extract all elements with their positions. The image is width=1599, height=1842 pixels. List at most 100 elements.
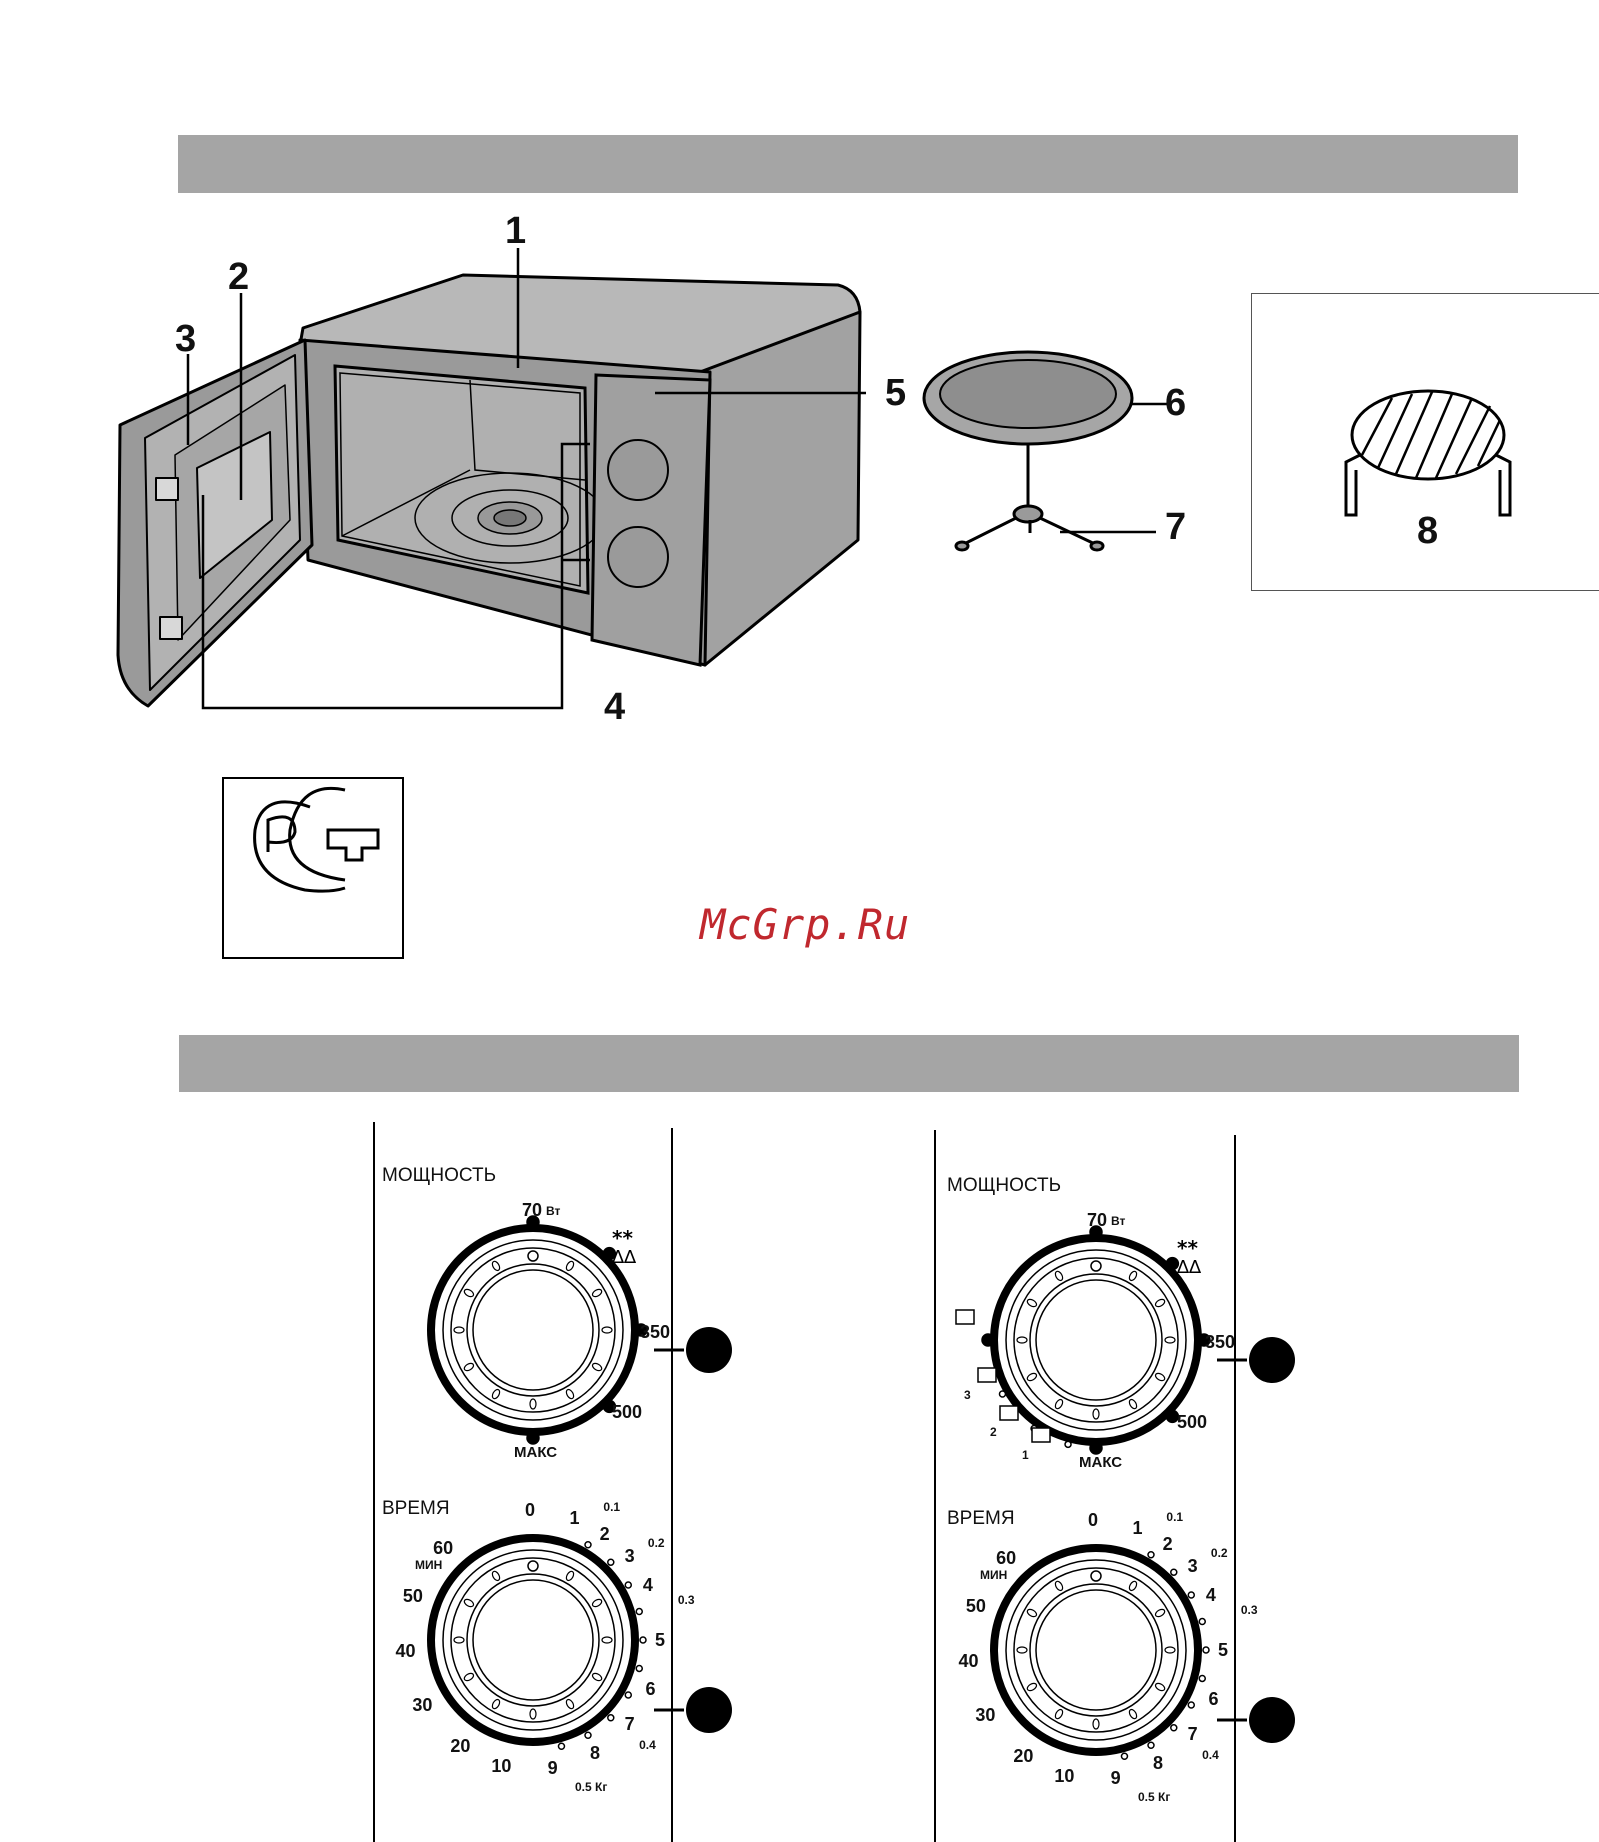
grill-mode-icon-1 xyxy=(978,1368,996,1382)
panel-a-time-label-2: 2 xyxy=(600,1524,610,1545)
panel-a-time-dial-ring-3 xyxy=(451,1558,615,1722)
panel-b-time-dial-grip xyxy=(1165,1647,1175,1653)
panel-b-power-dial-grip xyxy=(1128,1270,1138,1282)
panel-a-time-min-label: МИН xyxy=(415,1558,442,1572)
panel-a-time-dial-grip xyxy=(463,1598,475,1608)
panel-a-time-label-10: 10 xyxy=(491,1756,511,1777)
panel-b-power-dial-pointer xyxy=(1091,1261,1101,1271)
grill-mode-icon-2 xyxy=(1000,1406,1018,1420)
panel-a-power-dial-grip xyxy=(602,1327,612,1333)
panel-b-time-dial-grip xyxy=(1017,1647,1027,1653)
panel-b-time-dot-9 xyxy=(1148,1742,1154,1748)
panel-a-time-dot-5 xyxy=(640,1637,646,1643)
panel-a-power-dial-grip xyxy=(491,1260,501,1272)
panel-b-time-dot-7 xyxy=(1188,1702,1194,1708)
panel-a-time-label-40: 40 xyxy=(395,1641,415,1662)
callout-3: 3 xyxy=(175,320,196,358)
panel-b-time-label-1: 1 xyxy=(1132,1518,1142,1539)
panel-a-time-label-3: 3 xyxy=(625,1546,635,1567)
panel-a-weight-label-0: 0.1 xyxy=(603,1500,620,1514)
panel-b-power-dial-ring-3 xyxy=(1014,1258,1178,1422)
panel-a-power-dial-ring-5 xyxy=(473,1270,593,1390)
panel-b-time-dial-grip xyxy=(1054,1708,1064,1720)
panel-a-time-dial-grip xyxy=(491,1698,501,1710)
panel-b-time-label-9: 9 xyxy=(1111,1768,1121,1789)
panel-b-time-dot-10 xyxy=(1121,1753,1127,1759)
panel-b-time-dial-ring-3 xyxy=(1014,1568,1178,1732)
grill-mode-icon-0 xyxy=(956,1310,974,1324)
panel-a-time-dial-grip xyxy=(591,1672,603,1682)
panel-a-power-dial-grip xyxy=(491,1388,501,1400)
panel-a-time-label-50: 50 xyxy=(403,1586,423,1607)
panel-b-time-dial-ring-2 xyxy=(1006,1560,1186,1740)
panel-a-time-dial-ring-5 xyxy=(473,1580,593,1700)
grill-mode-icon-3 xyxy=(1032,1428,1050,1442)
panel-a-power-dial-grip xyxy=(565,1388,575,1400)
callout-6: 6 xyxy=(1165,384,1186,422)
panel-b-time-dial-grip xyxy=(1026,1608,1038,1618)
panel-b-power-dial-grip xyxy=(1128,1398,1138,1410)
panel-a-weight-unit: Кг xyxy=(595,1780,607,1794)
panel-b-power-dial-grip xyxy=(1054,1398,1064,1410)
panel-b-power-dial-grip xyxy=(1026,1298,1038,1308)
panel-b-grill-dot-0 xyxy=(982,1334,994,1346)
panel-b-time-label-30: 30 xyxy=(975,1705,995,1726)
panel-b-time-dial-ring-5 xyxy=(1036,1590,1156,1710)
panel-a-power-dial-grip xyxy=(463,1288,475,1298)
panel-b-time-dial-grip xyxy=(1054,1580,1064,1592)
panel-a-time-dial-grip xyxy=(463,1672,475,1682)
panel-b-power-dial-grip xyxy=(1154,1372,1166,1382)
panel-b-power-350: 350 xyxy=(1205,1332,1235,1353)
watermark: McGrp.Ru xyxy=(700,900,910,949)
panel-a-power-70: 70 xyxy=(522,1200,542,1221)
defrost-drops-icon-0: ∆∆ xyxy=(611,1247,637,1268)
panel-b-grill-dot-1 xyxy=(999,1391,1005,1397)
panel-a-time-dial-grip xyxy=(454,1637,464,1643)
panel-b-power-70: 70 xyxy=(1087,1210,1107,1231)
panel-b-power-dial-grip xyxy=(1054,1270,1064,1282)
panel-a-power-dial-ring-2 xyxy=(443,1240,623,1420)
panel-b-time-label-4: 4 xyxy=(1206,1585,1216,1606)
panel-b-time-label-60: 60 xyxy=(996,1548,1016,1569)
panel-a-time-label-0: 0 xyxy=(525,1500,535,1521)
rack-frame xyxy=(1251,293,1599,591)
panel-b-time-dot-1 xyxy=(1148,1552,1154,1558)
panel-b-grill-dot-3 xyxy=(1065,1441,1071,1447)
panel-a-power-max: МАКС xyxy=(514,1444,557,1461)
panel-b-grill-1: 1 xyxy=(1022,1448,1029,1462)
panel-b-time-min-label: МИН xyxy=(980,1568,1007,1582)
panel-a-power-500: 500 xyxy=(612,1402,642,1423)
turntable-plate xyxy=(924,352,1132,444)
panel-b-time-dial-grip xyxy=(1026,1682,1038,1692)
panel-b-weight-label-1: 0.2 xyxy=(1211,1546,1228,1560)
panel-b-time-label: ВРЕМЯ xyxy=(947,1508,1015,1530)
panel-b-time-dot-5 xyxy=(1203,1647,1209,1653)
panel-a-time-label-9: 9 xyxy=(548,1758,558,1779)
defrost-drops-icon-1: ∆∆ xyxy=(1176,1257,1202,1278)
panel-a-time-dial-grip xyxy=(602,1637,612,1643)
panel-a-power-dial-pointer xyxy=(528,1251,538,1261)
roller-ring xyxy=(956,445,1103,550)
panel-b-power-dial-grip xyxy=(1165,1337,1175,1343)
panel-a-time-dial-grip xyxy=(530,1709,536,1719)
panel-b-power-dial-ring-5 xyxy=(1036,1280,1156,1400)
panel-a-time-dot-4 xyxy=(636,1609,642,1615)
panel-a-time-dot-7 xyxy=(625,1692,631,1698)
panel-a-time-label-4: 4 xyxy=(643,1575,653,1596)
panel-a-time-dot-10 xyxy=(558,1743,564,1749)
dial-layer: **∆∆**∆∆ xyxy=(374,1122,1295,1842)
panel-a-power-unit: Вт xyxy=(546,1204,560,1218)
panel-b-grill-3: 3 xyxy=(964,1388,971,1402)
panel-a-weight-last: 0.5 xyxy=(575,1780,592,1794)
panel-b-time-dot-6 xyxy=(1199,1675,1205,1681)
panel-b-time-label-3: 3 xyxy=(1188,1556,1198,1577)
panel-b-time-label-40: 40 xyxy=(958,1651,978,1672)
panel-b-power-dial-grip xyxy=(1154,1298,1166,1308)
panel-b-time-dot-2 xyxy=(1171,1569,1177,1575)
panel-b-time-dial-grip xyxy=(1128,1580,1138,1592)
panel-a-power-dot-4 xyxy=(527,1432,539,1444)
panel-a-power-dial-grip xyxy=(591,1362,603,1372)
panel-a-power-dial-grip xyxy=(591,1288,603,1298)
panel-a-time-dial-ring-4 xyxy=(467,1574,599,1706)
panel-a-time-label: ВРЕМЯ xyxy=(382,1498,450,1520)
